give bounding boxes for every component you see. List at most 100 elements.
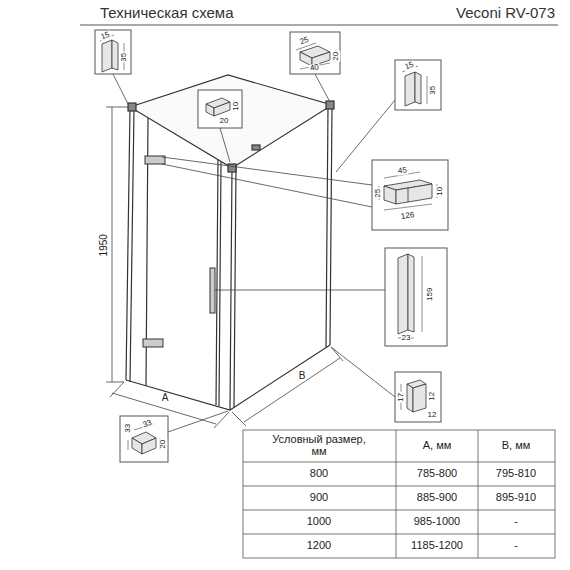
hinge	[143, 339, 163, 347]
profile-sketch	[405, 72, 415, 106]
dimension-line	[106, 107, 128, 108]
profile-dimension: 35	[429, 85, 437, 96]
table-grid	[243, 462, 555, 463]
overall-dimension: A	[161, 393, 170, 404]
table-cell: -	[513, 516, 519, 528]
profile-sketch	[396, 184, 432, 204]
profile-sketch	[112, 40, 118, 70]
table-cell: 785-800	[416, 468, 458, 480]
dimension-line	[106, 382, 124, 383]
detail-box	[95, 30, 131, 74]
enclosure	[216, 160, 218, 405]
enclosure	[326, 101, 334, 109]
profile-dimension: 20	[332, 51, 340, 62]
table-cell: 1200	[306, 540, 332, 552]
enclosure	[126, 75, 334, 410]
detail-box	[385, 248, 447, 346]
detail-box	[372, 160, 448, 230]
table-grid	[243, 510, 555, 511]
profile-dimension: 10	[232, 101, 240, 112]
handle	[210, 268, 215, 313]
enclosure	[128, 103, 136, 111]
table-cell: 1000	[306, 516, 332, 528]
enclosure	[234, 166, 236, 407]
header-rule	[80, 25, 558, 26]
profile-sketch	[408, 188, 409, 202]
dimension-tick	[422, 256, 423, 332]
table-cell: 795-810	[495, 468, 537, 480]
leader-line	[113, 74, 128, 104]
dimension-line	[214, 412, 229, 428]
dimension-line	[106, 107, 343, 428]
profile-dimension: 33	[124, 423, 132, 434]
dimension-line	[232, 412, 246, 426]
profile-dimension: 45	[396, 166, 408, 176]
profile-dimension: 20	[159, 439, 167, 450]
dimension-tick	[100, 35, 437, 450]
enclosure	[252, 145, 260, 150]
profile-sketch	[142, 438, 156, 454]
leader-line	[315, 74, 330, 102]
enclosure	[326, 108, 328, 347]
table-grid	[243, 430, 555, 558]
overall-dimension: 1950	[99, 233, 110, 257]
profile-dimension: 35	[120, 52, 128, 63]
profile-dimension: 17	[397, 392, 405, 403]
dimension-tick	[427, 76, 428, 104]
profile-dimension: 12	[428, 391, 436, 402]
model-name: Veconi RV-073	[455, 5, 556, 21]
detail-box	[395, 60, 441, 110]
handle	[210, 268, 215, 313]
profile-sketch	[102, 40, 112, 72]
profile-sketch	[384, 186, 396, 204]
leader-line	[220, 128, 230, 162]
table-cell: -	[513, 540, 519, 552]
enclosure	[126, 345, 330, 410]
leader-line	[162, 164, 372, 207]
header-rule	[80, 25, 558, 26]
hinge	[143, 156, 165, 347]
profile-sketch	[214, 102, 230, 116]
detail-box	[395, 372, 441, 422]
profile-sketch	[206, 104, 214, 116]
title: Техническая схема	[100, 5, 234, 22]
enclosure	[230, 168, 232, 410]
detail-box	[95, 30, 448, 462]
profile-sketch	[102, 40, 432, 454]
detail-box	[120, 416, 168, 462]
table-grid	[396, 430, 397, 558]
dimension-line	[112, 107, 113, 382]
enclosure	[228, 164, 236, 172]
profile-dimension: 159	[427, 286, 435, 301]
profile-sketch	[407, 384, 413, 412]
detail-box	[198, 90, 242, 128]
table-grid	[243, 430, 555, 558]
profile-sketch	[415, 72, 421, 104]
table-cell: 885-900	[416, 492, 458, 504]
leader-line	[162, 157, 372, 185]
profile-dimension: 25	[374, 188, 382, 199]
dimension-tick	[128, 440, 129, 450]
dimension-line	[244, 358, 340, 422]
detail-box	[290, 32, 340, 74]
enclosure	[330, 105, 332, 345]
leader-line	[113, 74, 395, 432]
table-cell: Условный размер, мм	[263, 434, 375, 457]
leader-line	[215, 290, 385, 291]
leader-line	[168, 411, 228, 432]
profile-dimension: 23	[401, 334, 412, 342]
profile-sketch	[413, 384, 426, 412]
profile-dimension: 12	[427, 411, 438, 419]
table-cell: 985-1000	[413, 516, 462, 528]
leader-line	[331, 347, 395, 397]
enclosure	[130, 110, 134, 382]
profile-dimension: 20	[219, 117, 230, 125]
enclosure	[130, 75, 332, 168]
profile-sketch	[408, 254, 414, 332]
table-grid	[243, 486, 555, 487]
dimension-line	[110, 382, 124, 397]
table-cell: A, мм	[422, 440, 453, 452]
table-grid	[243, 534, 555, 535]
table-cell: 800	[309, 468, 329, 480]
